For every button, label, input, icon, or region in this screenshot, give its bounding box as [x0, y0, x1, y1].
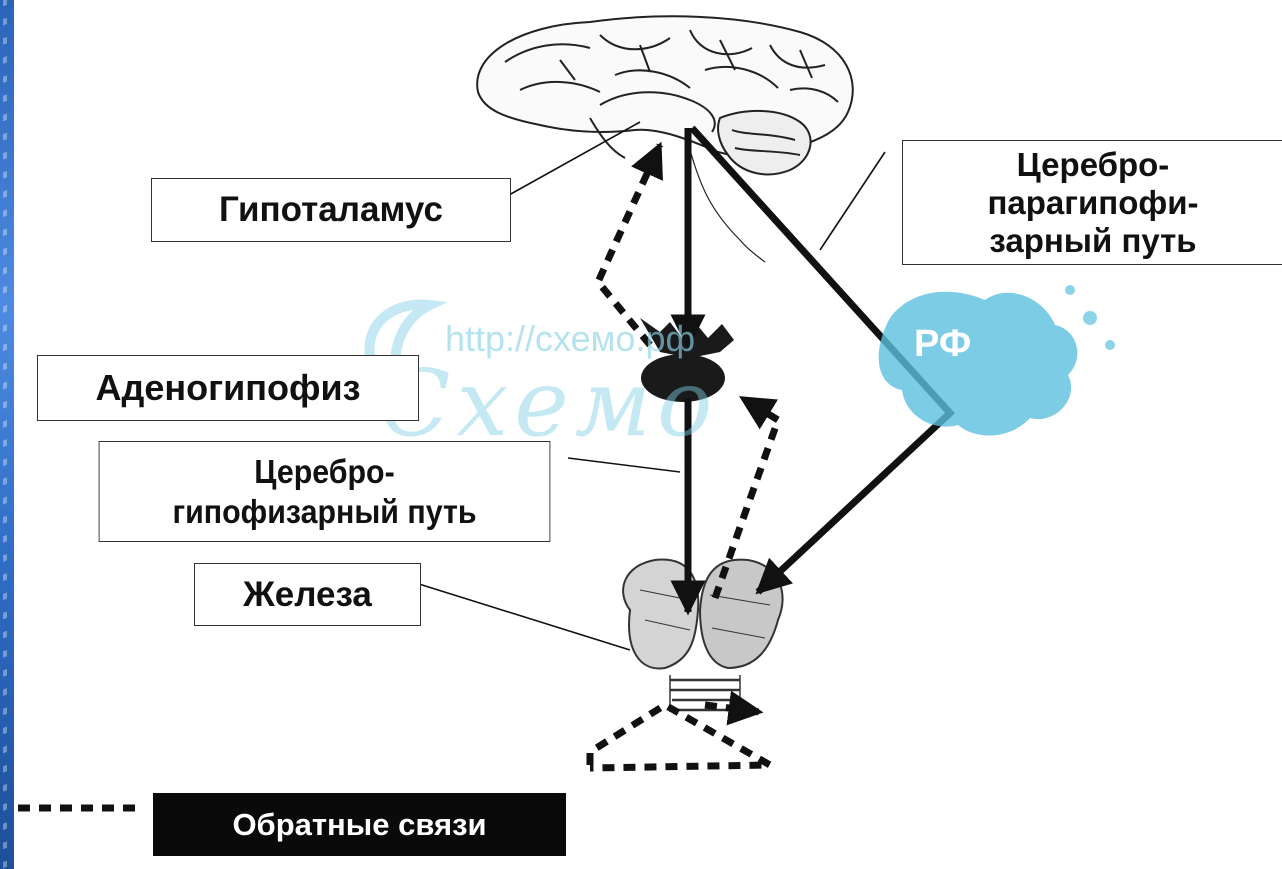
feedback-legend-label: Обратные связи: [153, 793, 566, 856]
gland-label-text: Железа: [243, 574, 372, 614]
cerebro-paragypophyseal-label-text: Церебро- парагипофи- зарный путь: [987, 145, 1199, 259]
hypothalamus-label-text: Гипоталамус: [219, 190, 443, 229]
gland-illustration: [622, 558, 784, 712]
feedback-arrow-at-gland: [704, 690, 764, 726]
feedback-pathways: [18, 141, 783, 812]
label-leader-lines: [418, 121, 886, 651]
cerebro-hypophyseal-label: Церебро- гипофизарный путь: [98, 441, 551, 542]
watermark-script-text: Схемо: [380, 350, 719, 457]
feedback-arrow-to-pituitary: [711, 395, 783, 600]
brain-illustration: [476, 15, 854, 263]
cerebro-hypophyseal-label-text: Церебро- гипофизарный путь: [172, 452, 477, 530]
cerebro-paragypophyseal-label: Церебро- парагипофи- зарный путь: [902, 140, 1282, 265]
watermark-url: http://схемо.рф: [445, 318, 696, 359]
watermark-badge: РФ: [914, 323, 972, 365]
watermark-splash: [878, 285, 1115, 436]
hypothalamus-label: Гипоталамус: [151, 178, 511, 242]
gland-label: Железа: [194, 563, 421, 626]
feedback-loop-below-gland: [586, 700, 783, 772]
adenohypophysis-label: Аденогипофиз: [37, 355, 419, 421]
feedback-legend-text: Обратные связи: [232, 806, 487, 842]
decorative-side-strip: [0, 0, 14, 869]
adenohypophysis-label-text: Аденогипофиз: [95, 367, 361, 408]
feedback-arrow-to-hypothalamus: [593, 141, 664, 348]
